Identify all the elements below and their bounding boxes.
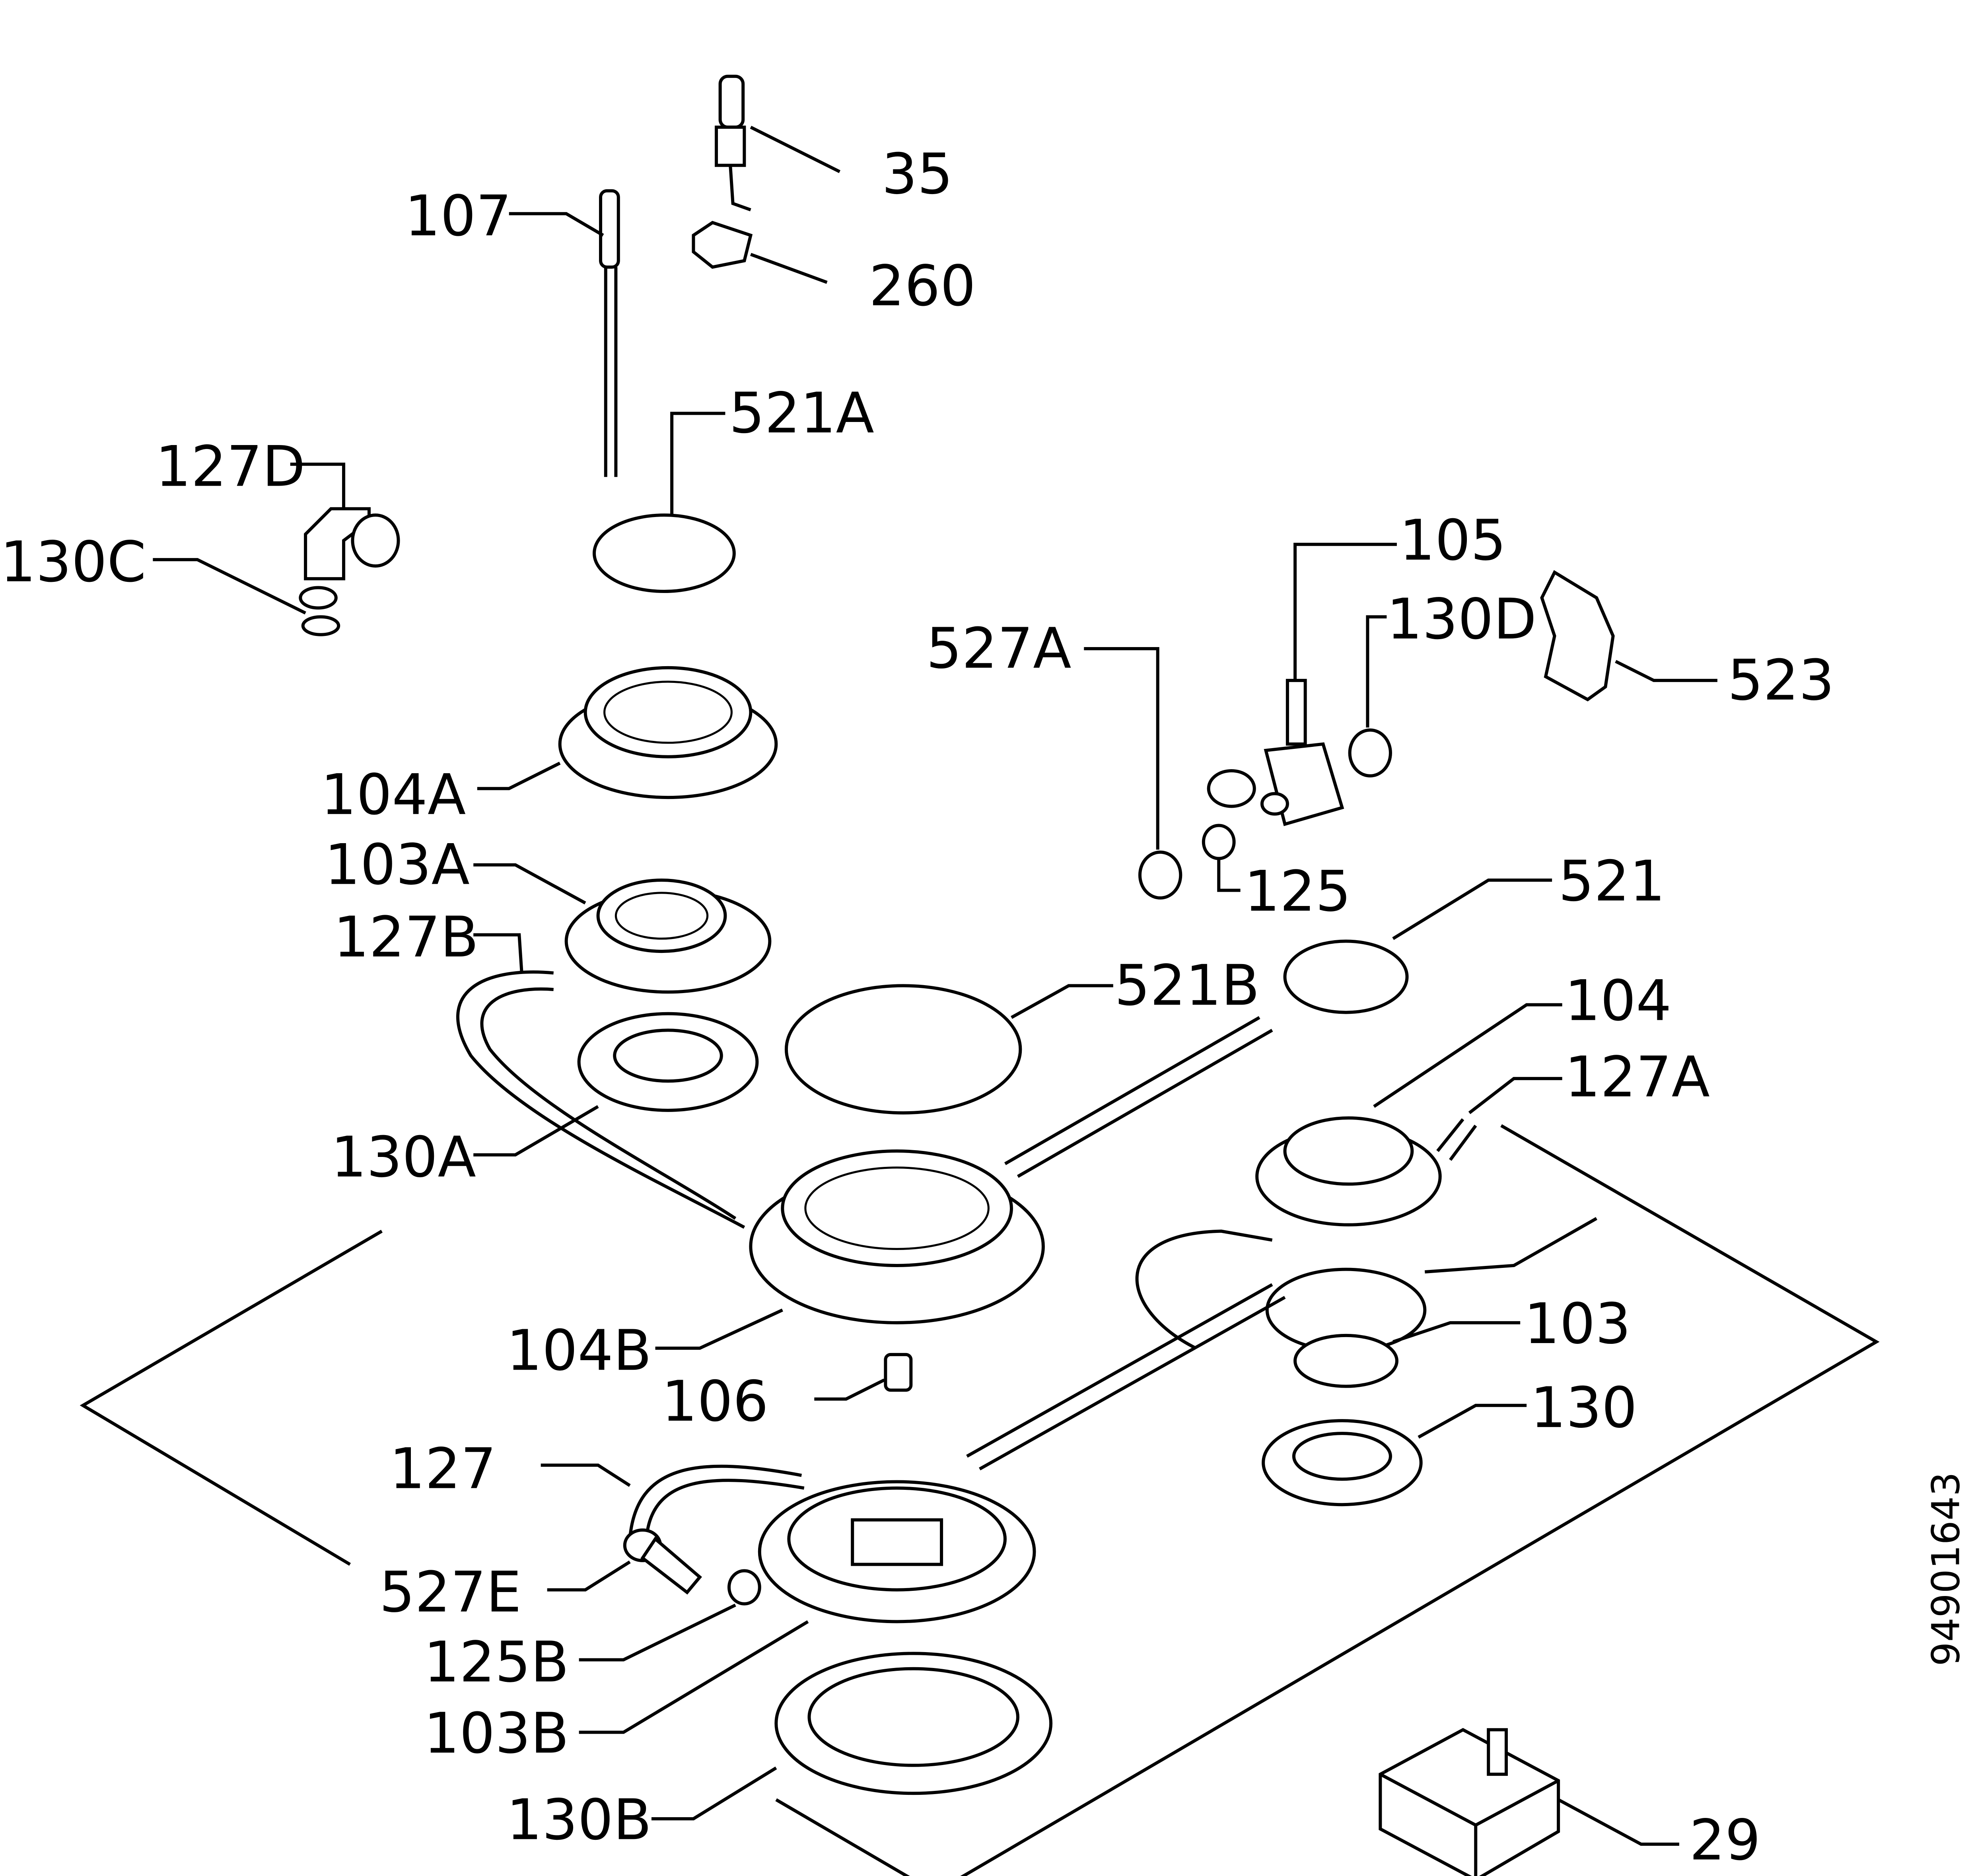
part-130B-seal-ring (651, 1652, 1053, 1821)
part-523-bracket (1540, 570, 1717, 702)
label-127B: 127B (333, 905, 478, 970)
part-104A-burner-head (477, 666, 778, 799)
label-104B: 104B (506, 1318, 651, 1383)
label-130B: 130B (506, 1787, 651, 1853)
part-521-burner-cap (1283, 878, 1552, 1014)
part-labels: 35 107 260 521A 127D 130C 105 130D 527A … (0, 142, 1968, 1873)
part-527A-nut (1084, 647, 1182, 900)
part-103A-burner-base (473, 863, 772, 994)
label-125B: 125B (424, 1630, 569, 1695)
label-106: 106 (662, 1369, 769, 1434)
part-521B-burner-cap (784, 984, 1113, 1115)
label-104: 104 (1565, 968, 1672, 1034)
label-103A: 103A (325, 832, 470, 898)
label-527A: 527A (926, 616, 1072, 681)
part-125B-injector (579, 1569, 761, 1662)
label-127A: 127A (1565, 1045, 1710, 1110)
part-130-seal-ring (1262, 1404, 1527, 1507)
label-521: 521 (1558, 849, 1665, 914)
label-107: 107 (405, 184, 512, 249)
part-103-burner-base (966, 1217, 1598, 1471)
part-103B-burner-base (579, 1480, 1036, 1734)
label-130D: 130D (1387, 587, 1536, 652)
label-127: 127 (389, 1437, 496, 1502)
part-35-ignition-electrode (715, 74, 841, 212)
label-527E: 527E (379, 1560, 521, 1625)
part-521A-burner-cap (593, 412, 736, 593)
hob-outline (80, 1124, 1880, 1876)
label-523: 523 (1727, 648, 1834, 713)
part-105-gas-valve (1207, 542, 1397, 826)
part-104B-burner-head (655, 1016, 1273, 1350)
label-130C: 130C (0, 529, 146, 595)
part-127-gas-pipe (541, 1464, 805, 1539)
label-105: 105 (1399, 508, 1506, 573)
label-125: 125 (1244, 859, 1351, 924)
label-521A: 521A (729, 381, 874, 446)
part-527E-connector (547, 1528, 702, 1595)
label-103B: 103B (424, 1701, 569, 1766)
label-104A: 104A (321, 762, 466, 828)
label-521B: 521B (1114, 953, 1260, 1018)
part-260-clip (692, 221, 828, 284)
part-130C-washer (301, 615, 340, 636)
label-130: 130 (1531, 1375, 1637, 1441)
drawing-number: 94901643 (1923, 1472, 1968, 1666)
part-104-burner-head (1255, 1003, 1562, 1227)
label-260: 260 (869, 254, 976, 319)
part-125-injector (1202, 824, 1241, 892)
part-127A-gas-pipe (1436, 1077, 1562, 1161)
label-29: 29 (1689, 1808, 1760, 1873)
part-127B-gas-pipe (456, 933, 745, 1229)
part-130A-seal-ring (473, 1012, 759, 1157)
part-127D-elbow (153, 463, 400, 615)
label-35: 35 (882, 142, 953, 207)
label-127D: 127D (156, 434, 305, 500)
part-106-injector (814, 1353, 913, 1401)
part-130D-washer (1348, 615, 1392, 778)
label-103: 103 (1524, 1291, 1631, 1357)
part-29-ignition-module (1379, 1728, 1679, 1876)
part-107-thermocouple (509, 189, 620, 477)
label-130A: 130A (331, 1125, 476, 1190)
